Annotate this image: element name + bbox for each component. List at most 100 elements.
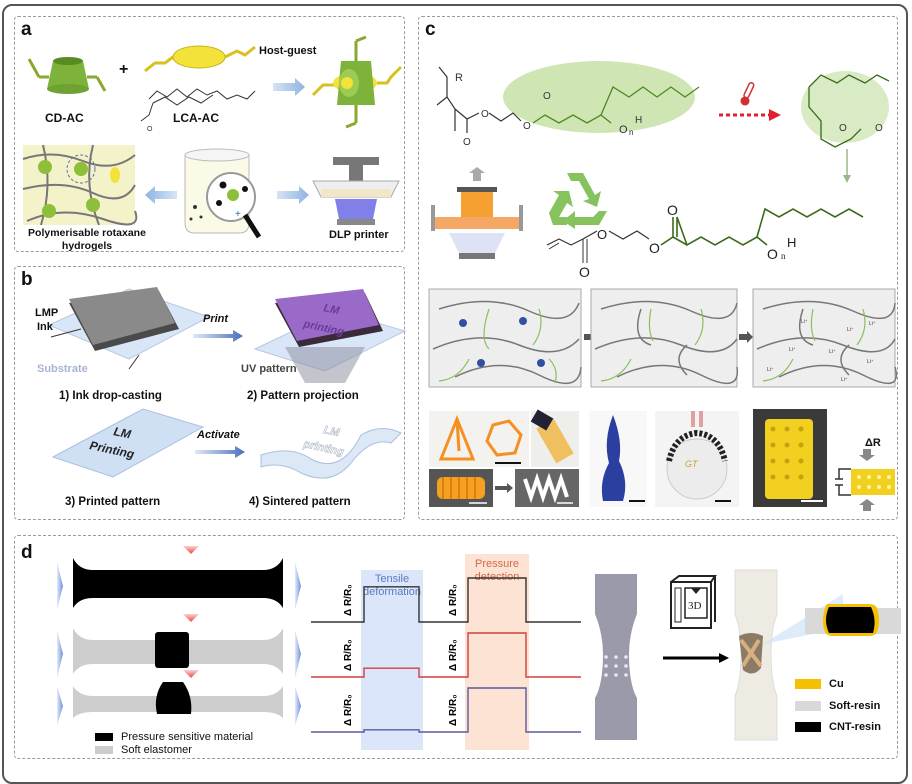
svg-text:O: O bbox=[463, 137, 471, 148]
axis-label-delta-r: Δ R/R₀ bbox=[448, 639, 459, 671]
pattern-projection-image: LM printing bbox=[253, 289, 407, 383]
step4-label: 4) Sintered pattern bbox=[249, 496, 351, 508]
svg-text:Li⁺: Li⁺ bbox=[867, 359, 874, 365]
sintered-pattern-image: LM printing bbox=[260, 424, 402, 479]
legend-swatch-cnt-resin bbox=[795, 722, 821, 732]
panel-b-label: b bbox=[21, 269, 33, 290]
svg-text:GT: GT bbox=[685, 459, 699, 469]
svg-text:O: O bbox=[597, 227, 607, 242]
thermometer-icon bbox=[740, 82, 755, 106]
polymer-structure-image: R O O O O O H n bbox=[436, 61, 700, 148]
svg-text:O: O bbox=[667, 202, 678, 218]
arrow-right-icon bbox=[739, 331, 753, 343]
dlp-printer-label: DLP printer bbox=[329, 229, 389, 241]
lactone-ring-image: O O bbox=[801, 71, 890, 148]
pressure-sensor-icon bbox=[835, 449, 895, 511]
signal-trace bbox=[311, 687, 581, 733]
tensile-label-line1: Tensile bbox=[375, 573, 409, 585]
legend-cu: Cu bbox=[795, 678, 844, 690]
svg-text:R: R bbox=[455, 72, 463, 84]
hydrogels-label-line1: Polymerisable rotaxane bbox=[28, 227, 146, 239]
legend-label: CNT-resin bbox=[829, 721, 881, 733]
axis-label-delta-r: Δ R/R₀ bbox=[448, 694, 459, 726]
dlp-printer-icon bbox=[431, 167, 523, 259]
gray-dogbone-sample bbox=[595, 574, 637, 740]
tensile-label-line2: deformation bbox=[363, 586, 421, 598]
rotaxane-complex-icon bbox=[311, 35, 403, 129]
legend-label: Pressure sensitive material bbox=[121, 731, 254, 743]
print-label: Print bbox=[203, 313, 229, 325]
recycle-icon bbox=[549, 173, 607, 229]
printed-sample-photo bbox=[734, 569, 778, 741]
axis-label-delta-r: Δ R/R₀ bbox=[448, 584, 459, 616]
legend-swatch-black bbox=[95, 733, 113, 741]
axis-label-delta-r: Δ R/R₀ bbox=[343, 584, 354, 616]
step3-label: 3) Printed pattern bbox=[65, 496, 161, 508]
cd-ac-label: CD-AC bbox=[45, 111, 84, 125]
print-arrow-icon bbox=[193, 330, 243, 342]
resistance-signal-plot: Tensile deformation Pressure detection Δ… bbox=[311, 554, 581, 750]
gripper-ball-photo: GT bbox=[655, 411, 739, 507]
step2-label: 2) Pattern projection bbox=[247, 390, 359, 402]
svg-text:Li⁺: Li⁺ bbox=[801, 319, 808, 325]
panel-d-label: d bbox=[21, 542, 33, 563]
lmp-label-line2: Ink bbox=[37, 321, 53, 333]
svg-text:Li⁺: Li⁺ bbox=[841, 377, 848, 383]
network-stage-1-image bbox=[428, 288, 582, 388]
pressure-band bbox=[465, 554, 529, 750]
svg-text:+: + bbox=[235, 209, 241, 220]
svg-text:H: H bbox=[787, 235, 796, 250]
heat-arrow-icon bbox=[719, 109, 781, 121]
svg-text:LM: LM bbox=[322, 424, 341, 439]
svg-text:3D: 3D bbox=[688, 600, 702, 612]
orange-spring-photo bbox=[429, 469, 493, 507]
svg-text:n: n bbox=[629, 128, 633, 137]
panel-d: d Pressure sensitive material Soft elast… bbox=[14, 535, 901, 759]
cyclodextrin-cup-icon bbox=[27, 57, 107, 94]
svg-text:O: O bbox=[523, 121, 531, 132]
delta-r-label: ΔR bbox=[865, 437, 881, 449]
panel-c: c R O O O O O H n O O bbox=[418, 16, 898, 520]
uv-pattern-label: UV pattern bbox=[241, 363, 297, 375]
activate-label: Activate bbox=[197, 429, 240, 441]
legend-label: Cu bbox=[829, 678, 844, 690]
panel-c-label: c bbox=[425, 19, 436, 40]
yellow-lattice-cylinder-photo bbox=[753, 409, 827, 507]
cross-section-diagram bbox=[805, 604, 901, 636]
panel-a-label: a bbox=[21, 19, 32, 40]
legend-pressure-sensitive: Pressure sensitive material bbox=[95, 731, 253, 743]
resin-bottle-photo bbox=[530, 409, 579, 467]
lmp-label-line1: LMP bbox=[35, 307, 59, 319]
svg-text:O: O bbox=[839, 123, 847, 134]
svg-text:O: O bbox=[543, 91, 551, 102]
substrate-label: Substrate bbox=[37, 363, 88, 375]
lca-ac-label: LCA-AC bbox=[173, 111, 219, 125]
ink-dropcast-substrate-image bbox=[47, 287, 211, 370]
step1-label: 1) Ink drop-casting bbox=[59, 390, 162, 402]
legend-soft-elastomer: Soft elastomer bbox=[95, 744, 192, 756]
pressure-label-line2: detection bbox=[475, 571, 520, 583]
axis-label-delta-r: Δ R/R₀ bbox=[343, 639, 354, 671]
signal-trace bbox=[311, 577, 581, 623]
arrow-right-icon bbox=[273, 78, 305, 96]
dlp-printer-icon bbox=[312, 157, 400, 225]
svg-text:Li⁺: Li⁺ bbox=[869, 321, 876, 327]
beaker-magnifier-icon: + bbox=[184, 148, 262, 239]
legend-swatch-gray bbox=[95, 746, 113, 754]
svg-text:O: O bbox=[579, 264, 590, 280]
legend-cnt-resin: CNT-resin bbox=[795, 721, 881, 733]
network-stage-2-image bbox=[590, 288, 739, 388]
svg-text:H: H bbox=[635, 115, 642, 126]
svg-text:O: O bbox=[619, 124, 628, 136]
hydrogels-label-line2: hydrogels bbox=[61, 240, 113, 252]
dogbone-samples-diagram bbox=[57, 546, 301, 726]
svg-text:LM: LM bbox=[322, 302, 341, 317]
svg-text:printing: printing bbox=[301, 438, 345, 459]
white-spring-photo bbox=[515, 469, 579, 507]
arrow-right-icon bbox=[495, 483, 513, 493]
signal-trace bbox=[311, 632, 581, 678]
lattice-prints-photo bbox=[429, 411, 529, 467]
hydrogel-network-image bbox=[22, 144, 138, 226]
3d-printer-icon: 3D bbox=[670, 575, 717, 629]
blue-twisted-print-photo bbox=[589, 411, 647, 507]
